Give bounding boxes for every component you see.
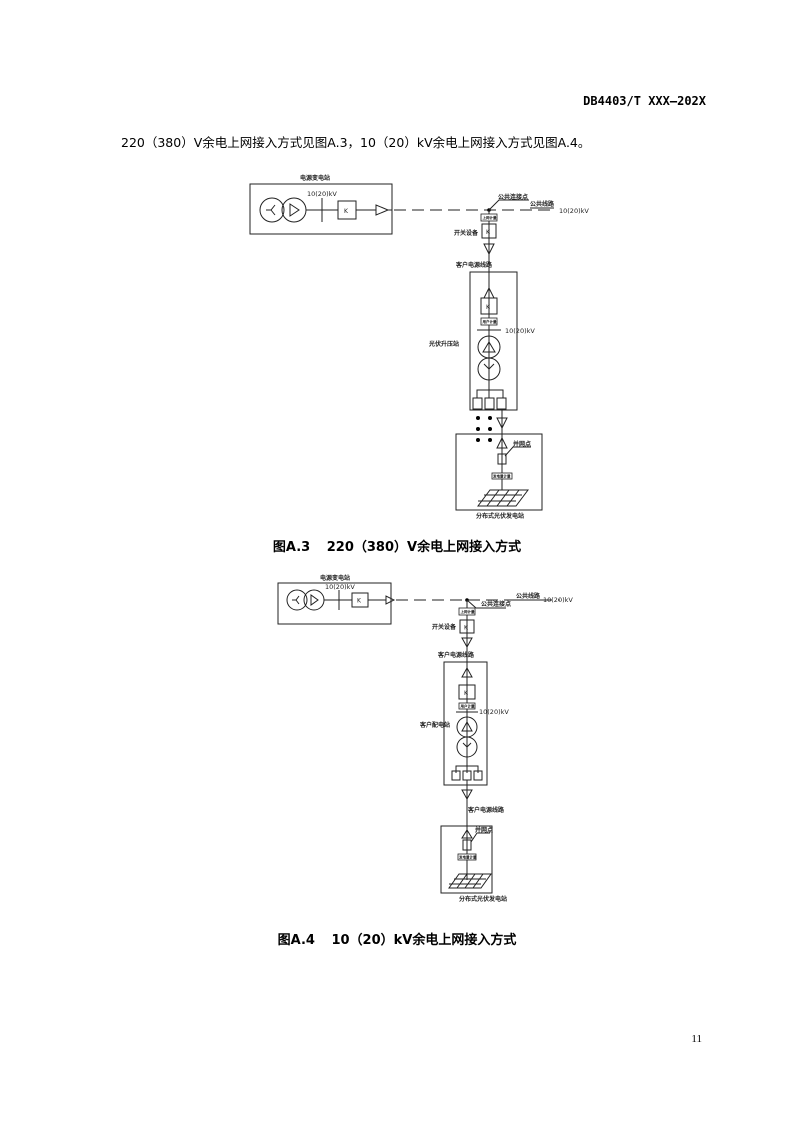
source-station-box <box>249 183 393 235</box>
svg-text:10(20)kV: 10(20)kV <box>543 596 573 604</box>
svg-text:上网计量: 上网计量 <box>461 609 475 614</box>
gen-meter-box <box>491 472 513 480</box>
svg-text:K: K <box>486 304 491 311</box>
caption-title: 10（20）kV余电上网接入方式 <box>331 933 517 948</box>
source-station-label: 电源变电站 <box>320 574 350 582</box>
distribution-station-box <box>443 661 488 786</box>
distribution-station-label: 客户配电站 <box>419 721 450 729</box>
pv-panel-icon <box>477 489 529 507</box>
step-up-station-box <box>469 271 518 411</box>
svg-text:K: K <box>464 625 469 632</box>
ellipsis-dots <box>476 416 492 442</box>
page-number: 11 <box>691 1033 702 1045</box>
pv-station-box <box>455 433 543 511</box>
transformer-icon <box>259 197 285 223</box>
step-up-station-label: 光伏升压站 <box>428 340 459 348</box>
grid-point-label: 并网点 <box>475 826 493 834</box>
customer-line-label: 客户电源线路 <box>437 651 475 659</box>
svg-text:K: K <box>464 690 469 697</box>
switch-equipment-label: 开关设备 <box>432 623 457 631</box>
station-voltage-label: 10(20)kV <box>505 327 535 335</box>
grid-meter-box <box>480 213 498 222</box>
pv-station-label: 分布式光伏发电站 <box>459 895 507 903</box>
cable-terminal-icon <box>375 204 392 216</box>
figure-a3-diagram: 电源变电站 10(20)kV K 公共连接点 公共线路 10(20)kV 上网计… <box>249 174 589 520</box>
source-station-label: 电源变电站 <box>300 174 330 182</box>
svg-text:10(20)kV: 10(20)kV <box>325 583 355 591</box>
pcc-label: 公共连接点 <box>498 193 528 201</box>
customer-line-label: 客户电源线路 <box>455 261 493 269</box>
caption-label: 图A.4 <box>277 933 315 948</box>
customer-line-label-2: 客户电源线路 <box>467 806 505 814</box>
public-line-label: 公共线路 <box>530 200 555 208</box>
svg-text:上网计量: 上网计量 <box>483 215 497 220</box>
body-paragraph: 220（380）V余电上网接入方式见图A.3，10（20）kV余电上网接入方式见… <box>121 135 591 150</box>
pv-station-label: 分布式光伏发电站 <box>476 512 524 520</box>
pcc-label: 公共连接点 <box>481 600 511 608</box>
svg-text:用户计量: 用户计量 <box>461 704 475 709</box>
document-number: DB4403/T XXX—202X <box>583 94 706 108</box>
svg-text:10(20)kV: 10(20)kV <box>479 708 509 716</box>
svg-text:用户计量: 用户计量 <box>483 319 497 324</box>
svg-text:发电量计量: 发电量计量 <box>492 474 511 479</box>
figure-a3-caption: 图A.3 220（380）V余电上网接入方式 <box>0 536 794 555</box>
user-meter-box <box>480 317 498 326</box>
svg-text:K: K <box>486 229 491 236</box>
caption-title: 220（380）V余电上网接入方式 <box>326 540 522 555</box>
pv-panel-icon <box>448 873 492 889</box>
svg-text:K: K <box>357 598 362 605</box>
figure-a4-caption: 图A.4 10（20）kV余电上网接入方式 <box>0 929 794 948</box>
public-line-label: 公共线路 <box>516 592 541 600</box>
switch-equipment-label: 开关设备 <box>454 229 479 237</box>
line-voltage-label: 10(20)kV <box>559 207 589 215</box>
switch-label: K <box>344 208 349 215</box>
grid-point-label: 并网点 <box>513 440 531 448</box>
voltage-label: 10(20)kV <box>307 190 337 198</box>
transformer-icon <box>281 197 307 223</box>
pv-station-box <box>440 825 493 894</box>
figure-a4-diagram: 电源变电站 10(20)kV K 公共连接点 公共线路 10(20)kV 上网计… <box>277 574 573 903</box>
caption-label: 图A.3 <box>272 540 311 555</box>
svg-text:发电量计量: 发电量计量 <box>458 855 477 860</box>
